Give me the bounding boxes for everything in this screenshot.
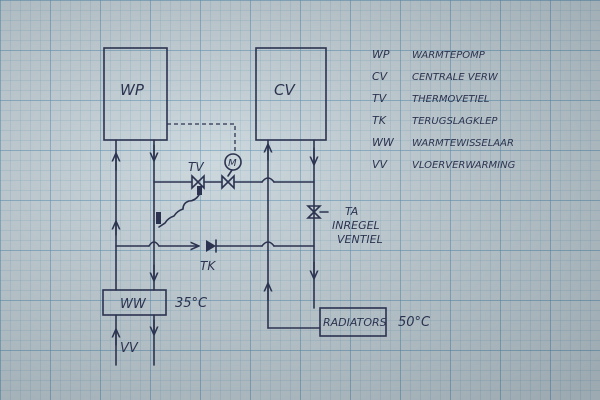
legend-code: TK — [372, 114, 387, 127]
mixing-valve-icon — [221, 174, 235, 190]
pump-icon — [224, 153, 242, 171]
ww-box — [102, 289, 167, 316]
cv-box — [255, 47, 327, 141]
legend-code: CV — [372, 70, 389, 83]
ww-label: WW — [120, 297, 147, 312]
legend-description: VLOERVERWARMING — [412, 160, 516, 171]
ta-label-line2: INREGEL — [332, 219, 380, 232]
pump-label: M — [228, 158, 237, 169]
wp-box — [103, 47, 168, 141]
ta-label-line1: TA — [345, 205, 358, 218]
legend-code: WW — [372, 136, 395, 149]
pump-stem — [227, 169, 233, 177]
legend-code: VV — [372, 158, 389, 171]
vv-label: VV — [120, 341, 139, 356]
legend-description: CENTRALE VERW — [412, 72, 499, 83]
radiators-temperature: 50°C — [398, 315, 431, 330]
control-signal-line — [167, 123, 236, 152]
legend-code: TV — [372, 92, 388, 105]
legend-description: TERUGSLAGKLEP — [412, 116, 498, 127]
ta-valve-icon — [306, 205, 322, 219]
tv-label: TV — [188, 160, 204, 174]
temperature-sensor-icon — [156, 212, 161, 224]
radiators-box — [319, 307, 387, 337]
ww-temperature: 35°C — [175, 296, 208, 311]
legend-description: WARMTEPOMP — [412, 50, 486, 61]
legend-description: WARMTEWISSELAAR — [412, 138, 514, 149]
legend-code: WP — [372, 48, 390, 61]
cv-label: CV — [274, 81, 296, 99]
wp-label: WP — [120, 81, 145, 99]
tk-label: TK — [200, 259, 216, 273]
legend-description: THERMOVETIEL — [412, 94, 490, 105]
ta-label-line3: VENTIEL — [337, 233, 383, 246]
capillary-coil — [158, 194, 200, 228]
pipe-crossover-icon — [261, 241, 275, 247]
tv-valve-icon — [191, 174, 205, 190]
tv-sensor-icon — [197, 186, 202, 195]
radiators-label: RADIATORS — [323, 316, 387, 329]
pipe-crossover-icon — [261, 177, 275, 183]
pipe-crossover-icon — [148, 241, 160, 247]
legend: WP WARMTEPOMP CV CENTRALE VERW TV THERMO… — [372, 48, 516, 171]
tk-check-valve-icon — [206, 240, 216, 252]
